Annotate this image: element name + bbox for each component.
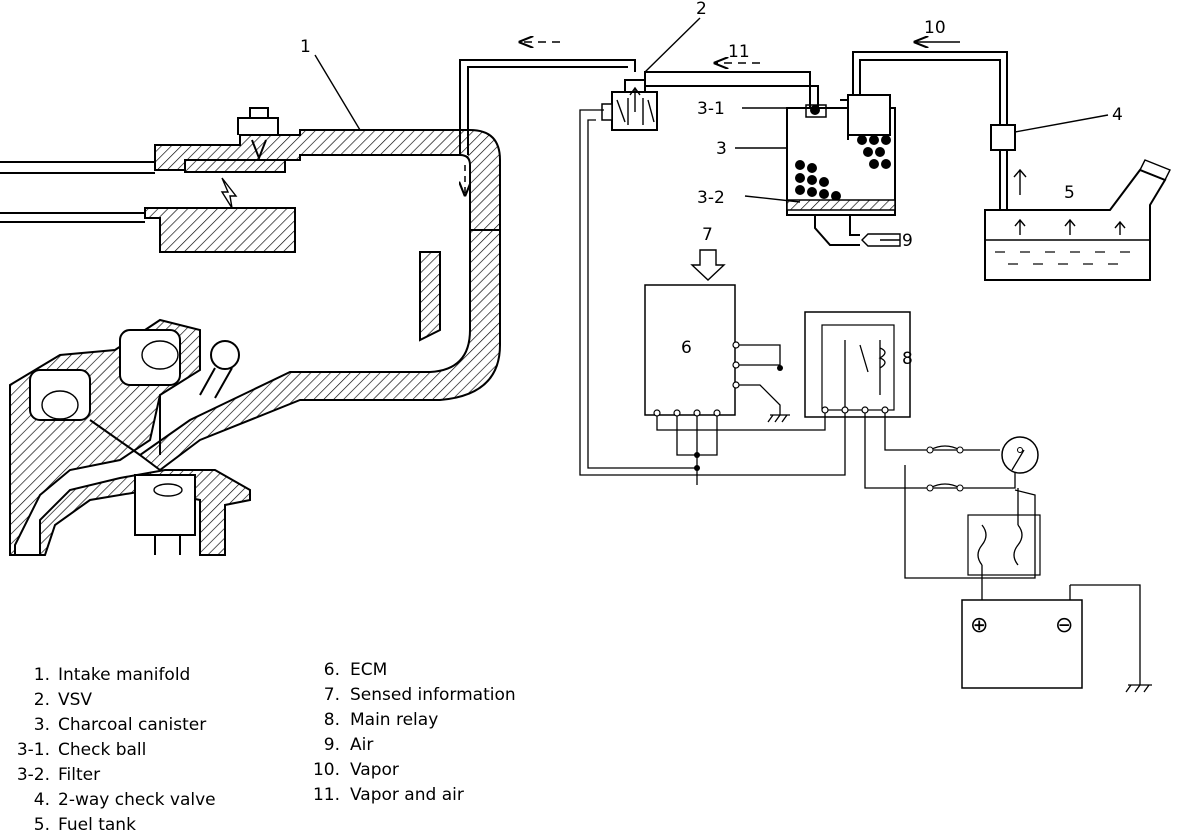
ignition-switch (1001, 436, 1039, 474)
legend-label: Intake manifold (58, 665, 190, 685)
charcoal-canister (786, 51, 1008, 246)
vsv-canister-line (644, 71, 819, 108)
legend-number: 5. (34, 815, 50, 832)
purge-line (459, 59, 636, 155)
leader-lines (314, 17, 1109, 203)
callout-3: 3 (716, 139, 727, 159)
legend-number: 9. (324, 735, 340, 755)
vsv-valve (601, 79, 658, 131)
callout-3-1: 3-1 (697, 99, 725, 119)
wiring-harness (579, 109, 1036, 579)
legend-label: Filter (58, 765, 100, 785)
fuel-tank (984, 159, 1171, 281)
battery-minus-symbol: ⊖ (1055, 613, 1073, 638)
legend-number: 4. (34, 790, 50, 810)
intake-manifold (0, 107, 501, 472)
legend-label: Fuel tank (58, 815, 136, 832)
battery: ⊕ ⊖ (961, 584, 1152, 693)
legend-label: Sensed information (350, 685, 516, 705)
battery-plus-symbol: ⊕ (970, 613, 988, 638)
callout-4: 4 (1112, 105, 1123, 125)
callout-7: 7 (702, 225, 713, 245)
legend-label: Main relay (350, 710, 438, 730)
legend-number: 3. (34, 715, 50, 735)
legend-number: 2. (34, 690, 50, 710)
legend-number: 3-2. (17, 765, 50, 785)
legend-number: 7. (324, 685, 340, 705)
vapor-line (999, 150, 1008, 210)
legend-label: Vapor (350, 760, 399, 780)
callout-5: 5 (1064, 183, 1075, 203)
callout-3-2: 3-2 (697, 188, 725, 208)
legend-number: 6. (324, 660, 340, 680)
legend-label: Vapor and air (350, 785, 464, 805)
callout-6: 6 (681, 338, 692, 358)
legend-number: 11. (313, 785, 340, 805)
fuse-block (926, 445, 1041, 605)
flow-arrows (465, 42, 960, 281)
legend: 1. Intake manifold 2. VSV 3. Charcoal caniste… (17, 660, 516, 832)
charcoal-grains (795, 135, 891, 201)
legend-label: ECM (350, 660, 387, 680)
legend-number: 3-1. (17, 740, 50, 760)
ecm-unit (644, 284, 790, 423)
main-relay (804, 311, 911, 418)
legend-number: 8. (324, 710, 340, 730)
legend-label: Check ball (58, 740, 146, 760)
callout-8: 8 (902, 349, 913, 369)
engine-cylinder-head (9, 318, 251, 556)
callout-2: 2 (696, 0, 707, 19)
legend-label: Air (350, 735, 373, 755)
legend-number: 10. (313, 760, 340, 780)
callout-10: 10 (924, 18, 946, 38)
legend-label: 2-way check valve (58, 790, 216, 810)
legend-label: Charcoal canister (58, 715, 206, 735)
callout-11: 11 (728, 42, 750, 62)
legend-label: VSV (58, 690, 92, 710)
legend-number: 1. (34, 665, 50, 685)
callout-9: 9 (902, 231, 913, 251)
callout-1: 1 (300, 37, 311, 57)
two-way-check-valve (990, 124, 1016, 151)
